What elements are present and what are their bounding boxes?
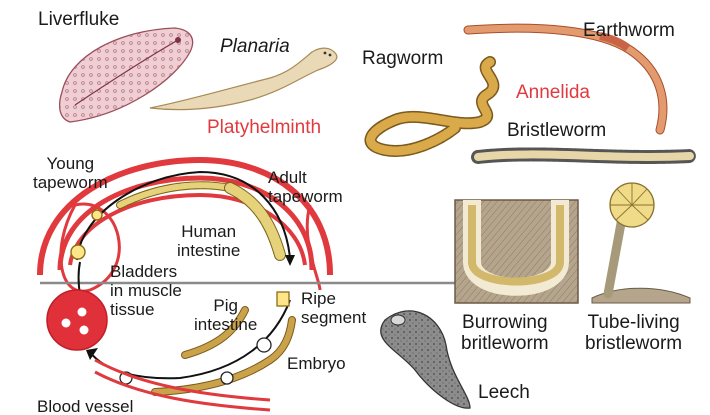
embryo-label: Embryo [287,354,346,373]
human-intestine-label: Human intestine [177,222,240,260]
tube-living-bristleworm-label: Tube-living bristleworm [585,312,682,354]
burrowing-bristleworm-illustration [455,200,578,303]
tube-living-bristleworm-illustration [592,183,690,303]
pig-intestine-label: Pig intestine [194,296,257,334]
leech-label: Leech [478,382,530,403]
bladders-label: Bladders in muscle tissue [110,262,182,319]
ripe-segment-label: Ripe segment [301,289,366,327]
ragworm-illustration [371,62,494,151]
bristleworm-label: Bristleworm [507,120,606,141]
adult-tapeworm-label: Adult tapeworm [268,168,343,206]
leech-illustration [381,311,470,408]
platyhelminth-label: Platyhelminth [207,117,321,138]
liverfluke-label: Liverfluke [38,9,119,30]
bristleworm-illustration [478,154,690,157]
tapeworm-lifecycle [40,160,455,410]
burrowing-bristleworm-label: Burrowing britleworm [461,312,549,354]
planaria-label: Planaria [220,36,290,57]
earthworm-label: Earthworm [583,20,675,41]
young-tapeworm-label: Young tapeworm [33,154,108,192]
annelida-label: Annelida [516,82,590,103]
ragworm-label: Ragworm [362,48,443,69]
blood-vessel-label: Blood vessel [37,397,133,415]
